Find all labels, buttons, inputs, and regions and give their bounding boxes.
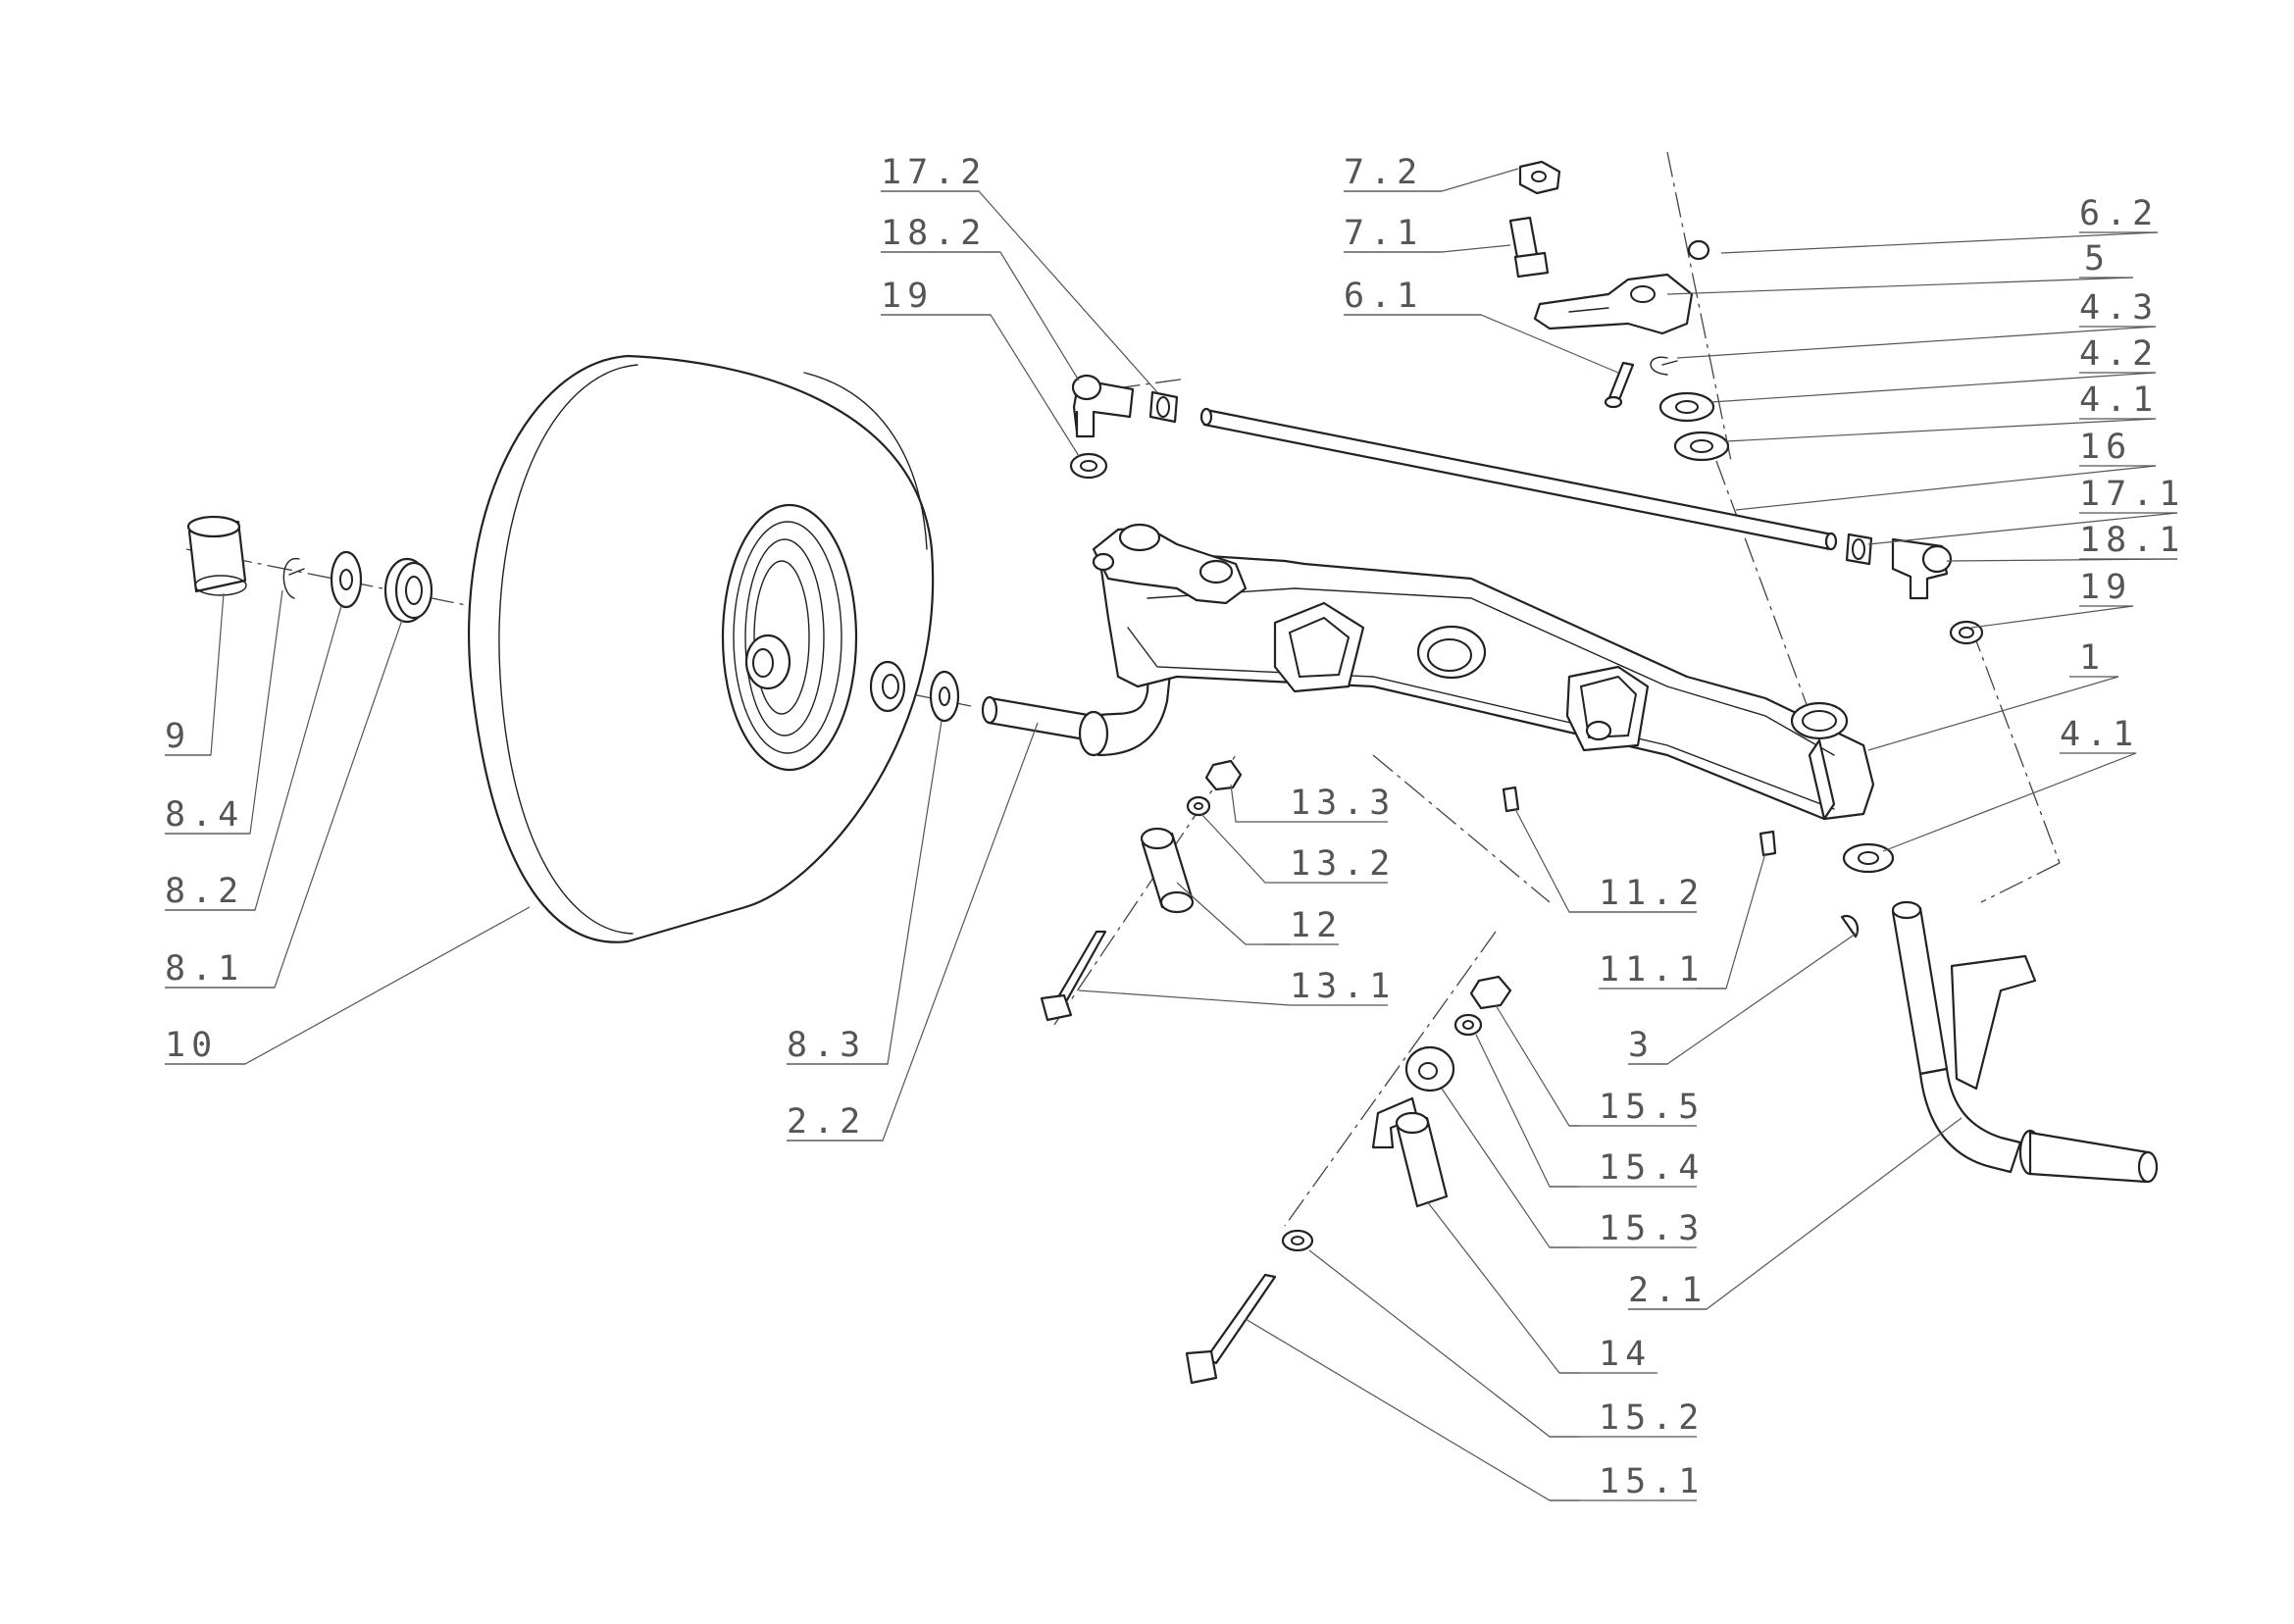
callout-12: 12 [1290, 906, 1343, 945]
steering-arm-5 [1533, 273, 1694, 335]
callout-13-1: 13.1 [1290, 967, 1396, 1006]
washer-8-2 [330, 550, 363, 609]
callout-8-4: 8.4 [165, 795, 244, 835]
callout-7-1: 7.1 [1344, 214, 1423, 253]
nut-6-2 [1687, 239, 1710, 261]
bushing-15-3 [1404, 1045, 1455, 1092]
tie-rod-16 [1199, 407, 1838, 551]
washer-4-1-bottom [1842, 842, 1895, 874]
callout-6-2: 6.2 [2079, 194, 2159, 233]
grease-nipple-11-1 [1759, 830, 1777, 857]
callout-8-3: 8.3 [787, 1026, 866, 1065]
callout-9: 9 [165, 717, 191, 756]
callout-labels: 17.2 18.2 19 7.2 7.1 6.1 6.2 5 4.3 4.2 4… [165, 153, 2185, 1501]
callout-8-1: 8.1 [165, 949, 244, 989]
grease-nipple-11-2 [1502, 786, 1520, 813]
spacer-12 [1140, 827, 1195, 914]
key-3 [1840, 914, 1860, 939]
pin-6-1 [1604, 361, 1635, 409]
pivot-bracket-14 [1371, 1096, 1449, 1208]
bearing-hub [869, 660, 906, 713]
wheel-tire [468, 354, 935, 943]
callout-4-2: 4.2 [2079, 334, 2159, 374]
kingpin-spindle-2-1 [1891, 900, 2159, 1184]
callout-1: 1 [2079, 638, 2106, 678]
assembly-axes [185, 151, 2061, 1227]
callout-4-1-bottom: 4.1 [2060, 715, 2139, 754]
callout-8-2: 8.2 [165, 872, 244, 911]
callout-17-2: 17.2 [881, 153, 987, 192]
callout-11-1: 11.1 [1599, 950, 1705, 990]
callout-15-4: 15.4 [1599, 1148, 1705, 1188]
callout-15-1: 15.1 [1599, 1462, 1705, 1501]
pivot-lever-assembly [1092, 523, 1248, 605]
callout-13-2: 13.2 [1290, 844, 1396, 884]
washer-19-right [1949, 620, 1984, 645]
callout-11-2: 11.2 [1599, 874, 1705, 913]
callout-4-3: 4.3 [2079, 288, 2159, 328]
nut-15-5 [1469, 975, 1512, 1010]
callout-18-2: 18.2 [881, 214, 987, 253]
callout-15-2: 15.2 [1599, 1398, 1705, 1438]
ball-joint-18-1 [1891, 537, 1953, 600]
callout-17-1: 17.1 [2079, 475, 2185, 514]
callout-16: 16 [2079, 428, 2132, 467]
circlip-4-3 [1650, 356, 1678, 376]
washer-4-2 [1658, 391, 1715, 423]
callout-15-5: 15.5 [1599, 1088, 1705, 1127]
washer-15-4 [1453, 1013, 1483, 1037]
washer-13-2 [1186, 795, 1211, 817]
nut-13-3 [1204, 759, 1243, 791]
bolt-13-1 [1040, 930, 1107, 1022]
callout-3: 3 [1628, 1026, 1655, 1065]
nut-17-1 [1845, 533, 1873, 566]
bearing-8-1 [383, 557, 433, 624]
nut-7-2 [1518, 160, 1561, 195]
washer-19-left [1069, 452, 1108, 480]
callout-2-2: 2.2 [787, 1102, 866, 1142]
callout-10: 10 [165, 1026, 218, 1065]
washer-4-1-top [1673, 431, 1730, 462]
callout-18-1: 18.1 [2079, 521, 2185, 560]
bolt-7-1 [1508, 216, 1550, 279]
circlip-8-4 [282, 558, 305, 599]
callout-13-3: 13.3 [1290, 784, 1396, 823]
callout-4-1-top: 4.1 [2079, 381, 2159, 420]
callout-14: 14 [1599, 1335, 1652, 1374]
callout-19-left: 19 [881, 277, 934, 316]
callout-7-2: 7.2 [1344, 153, 1423, 192]
bushing-cap-9 [186, 515, 247, 596]
bolt-15-1 [1185, 1273, 1277, 1385]
washer-8-3 [929, 670, 960, 723]
ball-joint-18-2 [1071, 374, 1135, 438]
callout-19-right: 19 [2079, 568, 2132, 607]
callout-2-1: 2.1 [1628, 1271, 1708, 1310]
callout-15-3: 15.3 [1599, 1209, 1705, 1248]
callout-5: 5 [2084, 239, 2111, 279]
nut-17-2 [1148, 390, 1179, 424]
callout-6-1: 6.1 [1344, 277, 1423, 316]
front-axle-beam [1096, 547, 1875, 821]
washer-15-2 [1281, 1229, 1314, 1252]
